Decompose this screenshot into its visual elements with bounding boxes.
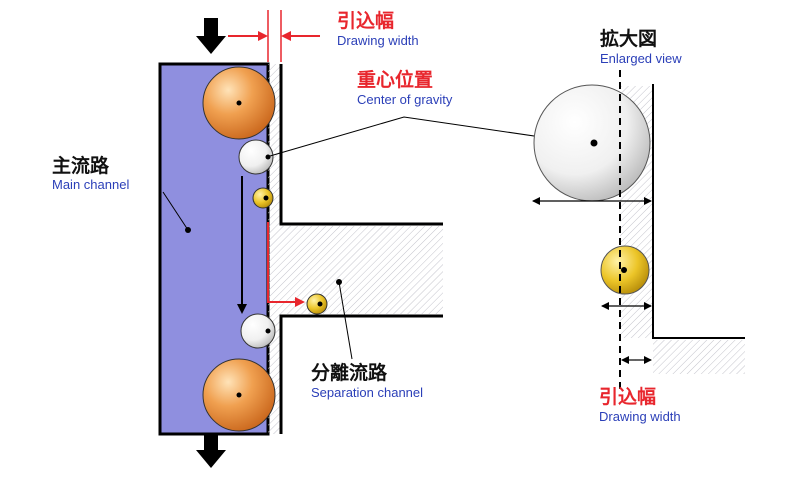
drawing-width-top-ja: 引込幅: [337, 9, 394, 32]
inflow-arrow-icon: [196, 18, 226, 54]
large-particle-center: [236, 100, 242, 106]
drawing-width-bottom-en: Drawing width: [599, 409, 681, 424]
medium-particle-lower: [240, 313, 276, 349]
enlarged-view-ja: 拡大図: [600, 27, 657, 50]
separation-channel-ja: 分離流路: [311, 361, 388, 384]
drawing-width-bottom-ja: 引込幅: [599, 385, 656, 408]
center-of-gravity-leader: [269, 116, 583, 157]
medium-particle-center: [265, 154, 271, 160]
main-channel-right-wall-lower: [279, 314, 443, 434]
separation-channel-dot: [336, 279, 342, 285]
main-channel-right-wall-upper: [279, 64, 443, 226]
separation-channel-en: Separation channel: [311, 385, 423, 400]
small-particle-separated: [306, 293, 328, 315]
large-particle-lower-center: [236, 392, 242, 398]
main-channel-ja: 主流路: [52, 154, 110, 177]
center-of-gravity-en: Center of gravity: [357, 92, 453, 107]
outflow-arrow-icon: [196, 434, 226, 468]
main-channel-en: Main channel: [52, 177, 129, 192]
enlarged-wall: [652, 84, 745, 339]
small-particle-separated-center: [317, 301, 323, 307]
separation-channel-leader: [338, 281, 353, 360]
small-particle-center: [263, 195, 269, 201]
separation-channel: [281, 226, 443, 314]
enlarged-small-particle-center: [621, 267, 627, 273]
drawing-width-top-en: Drawing width: [337, 33, 419, 48]
enlarged-view-en: Enlarged view: [600, 51, 682, 66]
enlarged-medium-particle-center: [590, 139, 598, 147]
center-of-gravity-ja: 重心位置: [357, 68, 433, 91]
enlarged-branch-zone: [653, 340, 745, 374]
medium-particle: [238, 139, 274, 175]
small-particle: [252, 187, 274, 209]
main-channel-leader: [162, 191, 189, 231]
small-particle-trajectory-arrow-icon: [267, 222, 305, 307]
main-channel-dot: [185, 227, 191, 233]
medium-particle-lower-center: [265, 328, 271, 334]
